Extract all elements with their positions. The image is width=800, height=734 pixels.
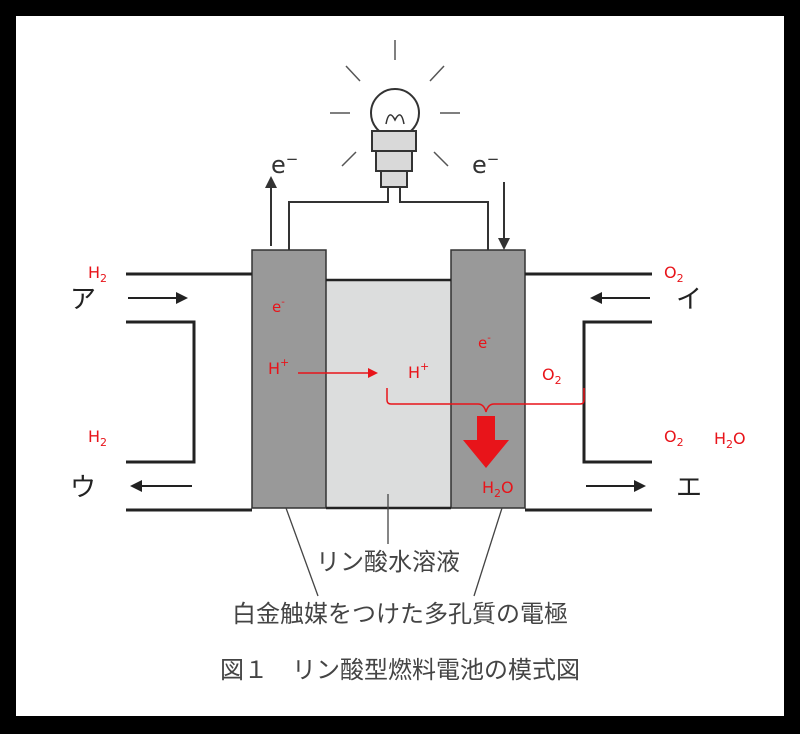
h2-label-top: H2	[88, 263, 107, 285]
h2-label-bottom: H2	[88, 427, 107, 449]
o2-label-bottom: O2	[664, 427, 684, 449]
electrode-leader-line-left	[285, 507, 319, 597]
flow-arrow-e	[586, 480, 646, 492]
electrode-label: 白金触媒をつけた多孔質の電極	[232, 600, 568, 628]
reaction-bracket	[386, 388, 585, 413]
h2-channel-divider	[126, 320, 196, 464]
proton-migration-arrow	[298, 368, 378, 378]
port-label-e: エ	[676, 473, 702, 503]
phosphoric-acid-electrolyte	[326, 280, 451, 508]
electron-label-cathode: e-	[478, 333, 491, 352]
fuel-cell-diagram: e− e− ア ウ イ エ H2 H2 O2 O2 H2O e- e- H+ H…	[70, 40, 746, 684]
o2-label-inner: O2	[542, 365, 562, 387]
electron-label-left: e−	[271, 150, 298, 179]
light-bulb-icon	[330, 40, 460, 188]
cathode-electrode	[450, 249, 526, 509]
o2-label-top: O2	[664, 263, 684, 285]
electron-label-right: e−	[472, 150, 499, 179]
anode-electrode	[251, 249, 327, 509]
flow-arrow-i	[590, 292, 650, 304]
electron-label-anode: e-	[272, 297, 285, 316]
electrolyte-label: リン酸水溶液	[316, 548, 460, 576]
h2o-label-inner: H2O	[482, 478, 514, 500]
electron-in-arrow	[498, 182, 510, 250]
hplus-label-left: H+	[268, 356, 289, 378]
anode-wire	[288, 188, 389, 250]
electron-out-arrow	[265, 176, 277, 246]
port-label-u: ウ	[70, 473, 96, 503]
flow-arrow-u	[130, 480, 192, 492]
electrode-leader-line-right	[473, 507, 503, 597]
o2-channel-divider	[582, 320, 652, 464]
hplus-label-right: H+	[408, 360, 429, 382]
port-label-a: ア	[70, 285, 96, 315]
figure-caption: 図１ リン酸型燃料電池の模式図	[220, 656, 580, 684]
water-formation-arrow	[463, 416, 509, 468]
cathode-wire	[399, 188, 489, 250]
h2o-label-right: H2O	[714, 429, 746, 451]
flow-arrow-a	[128, 292, 188, 304]
port-label-i: イ	[676, 285, 702, 315]
diagram-canvas: e− e− ア ウ イ エ H2 H2 O2 O2 H2O e- e- H+ H…	[16, 16, 784, 716]
